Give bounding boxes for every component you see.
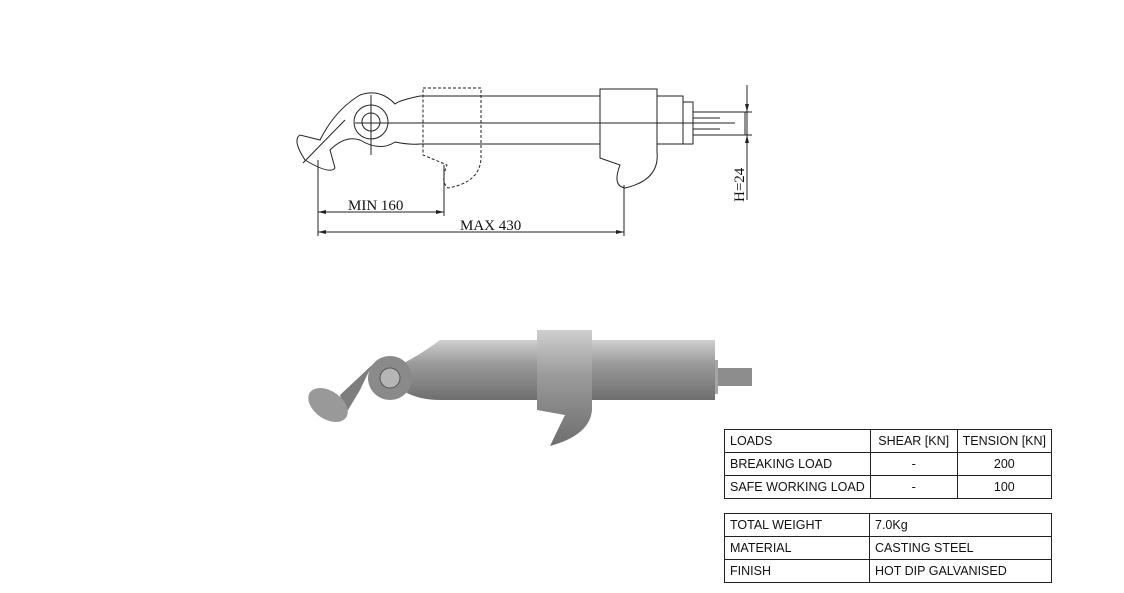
row-label: BREAKING LOAD	[724, 452, 871, 476]
spec-value: HOT DIP GALVANISED	[869, 559, 1052, 583]
row-label: SAFE WORKING LOAD	[724, 475, 871, 499]
height-dimension-label: H=24	[732, 167, 748, 202]
header-loads: LOADS	[724, 429, 871, 453]
table-row: BREAKING LOAD - 200	[724, 452, 1053, 476]
header-tension: TENSION [KN]	[956, 429, 1053, 453]
min-dimension-label: MIN 160	[348, 198, 403, 214]
spec-label: MATERIAL	[724, 536, 870, 560]
header-shear: SHEAR [KN]	[869, 429, 958, 453]
spec-label: TOTAL WEIGHT	[724, 513, 870, 537]
shear-value: -	[869, 452, 958, 476]
table-row: FINISH HOT DIP GALVANISED	[724, 559, 1052, 583]
table-row: TOTAL WEIGHT 7.0Kg	[724, 513, 1052, 537]
tension-value: 100	[956, 475, 1053, 499]
specs-table: TOTAL WEIGHT 7.0Kg MATERIAL CASTING STEE…	[724, 513, 1052, 583]
spec-value: 7.0Kg	[869, 513, 1052, 537]
max-dimension-label: MAX 430	[460, 218, 521, 234]
loads-table: LOADS SHEAR [KN] TENSION [KN] BREAKING L…	[724, 429, 1053, 499]
product-render	[308, 330, 752, 446]
spec-label: FINISH	[724, 559, 870, 583]
tension-value: 200	[956, 452, 1053, 476]
table-header-row: LOADS SHEAR [KN] TENSION [KN]	[724, 429, 1053, 453]
table-row: MATERIAL CASTING STEEL	[724, 536, 1052, 560]
spec-value: CASTING STEEL	[869, 536, 1052, 560]
shear-value: -	[869, 475, 958, 499]
table-row: SAFE WORKING LOAD - 100	[724, 475, 1053, 499]
